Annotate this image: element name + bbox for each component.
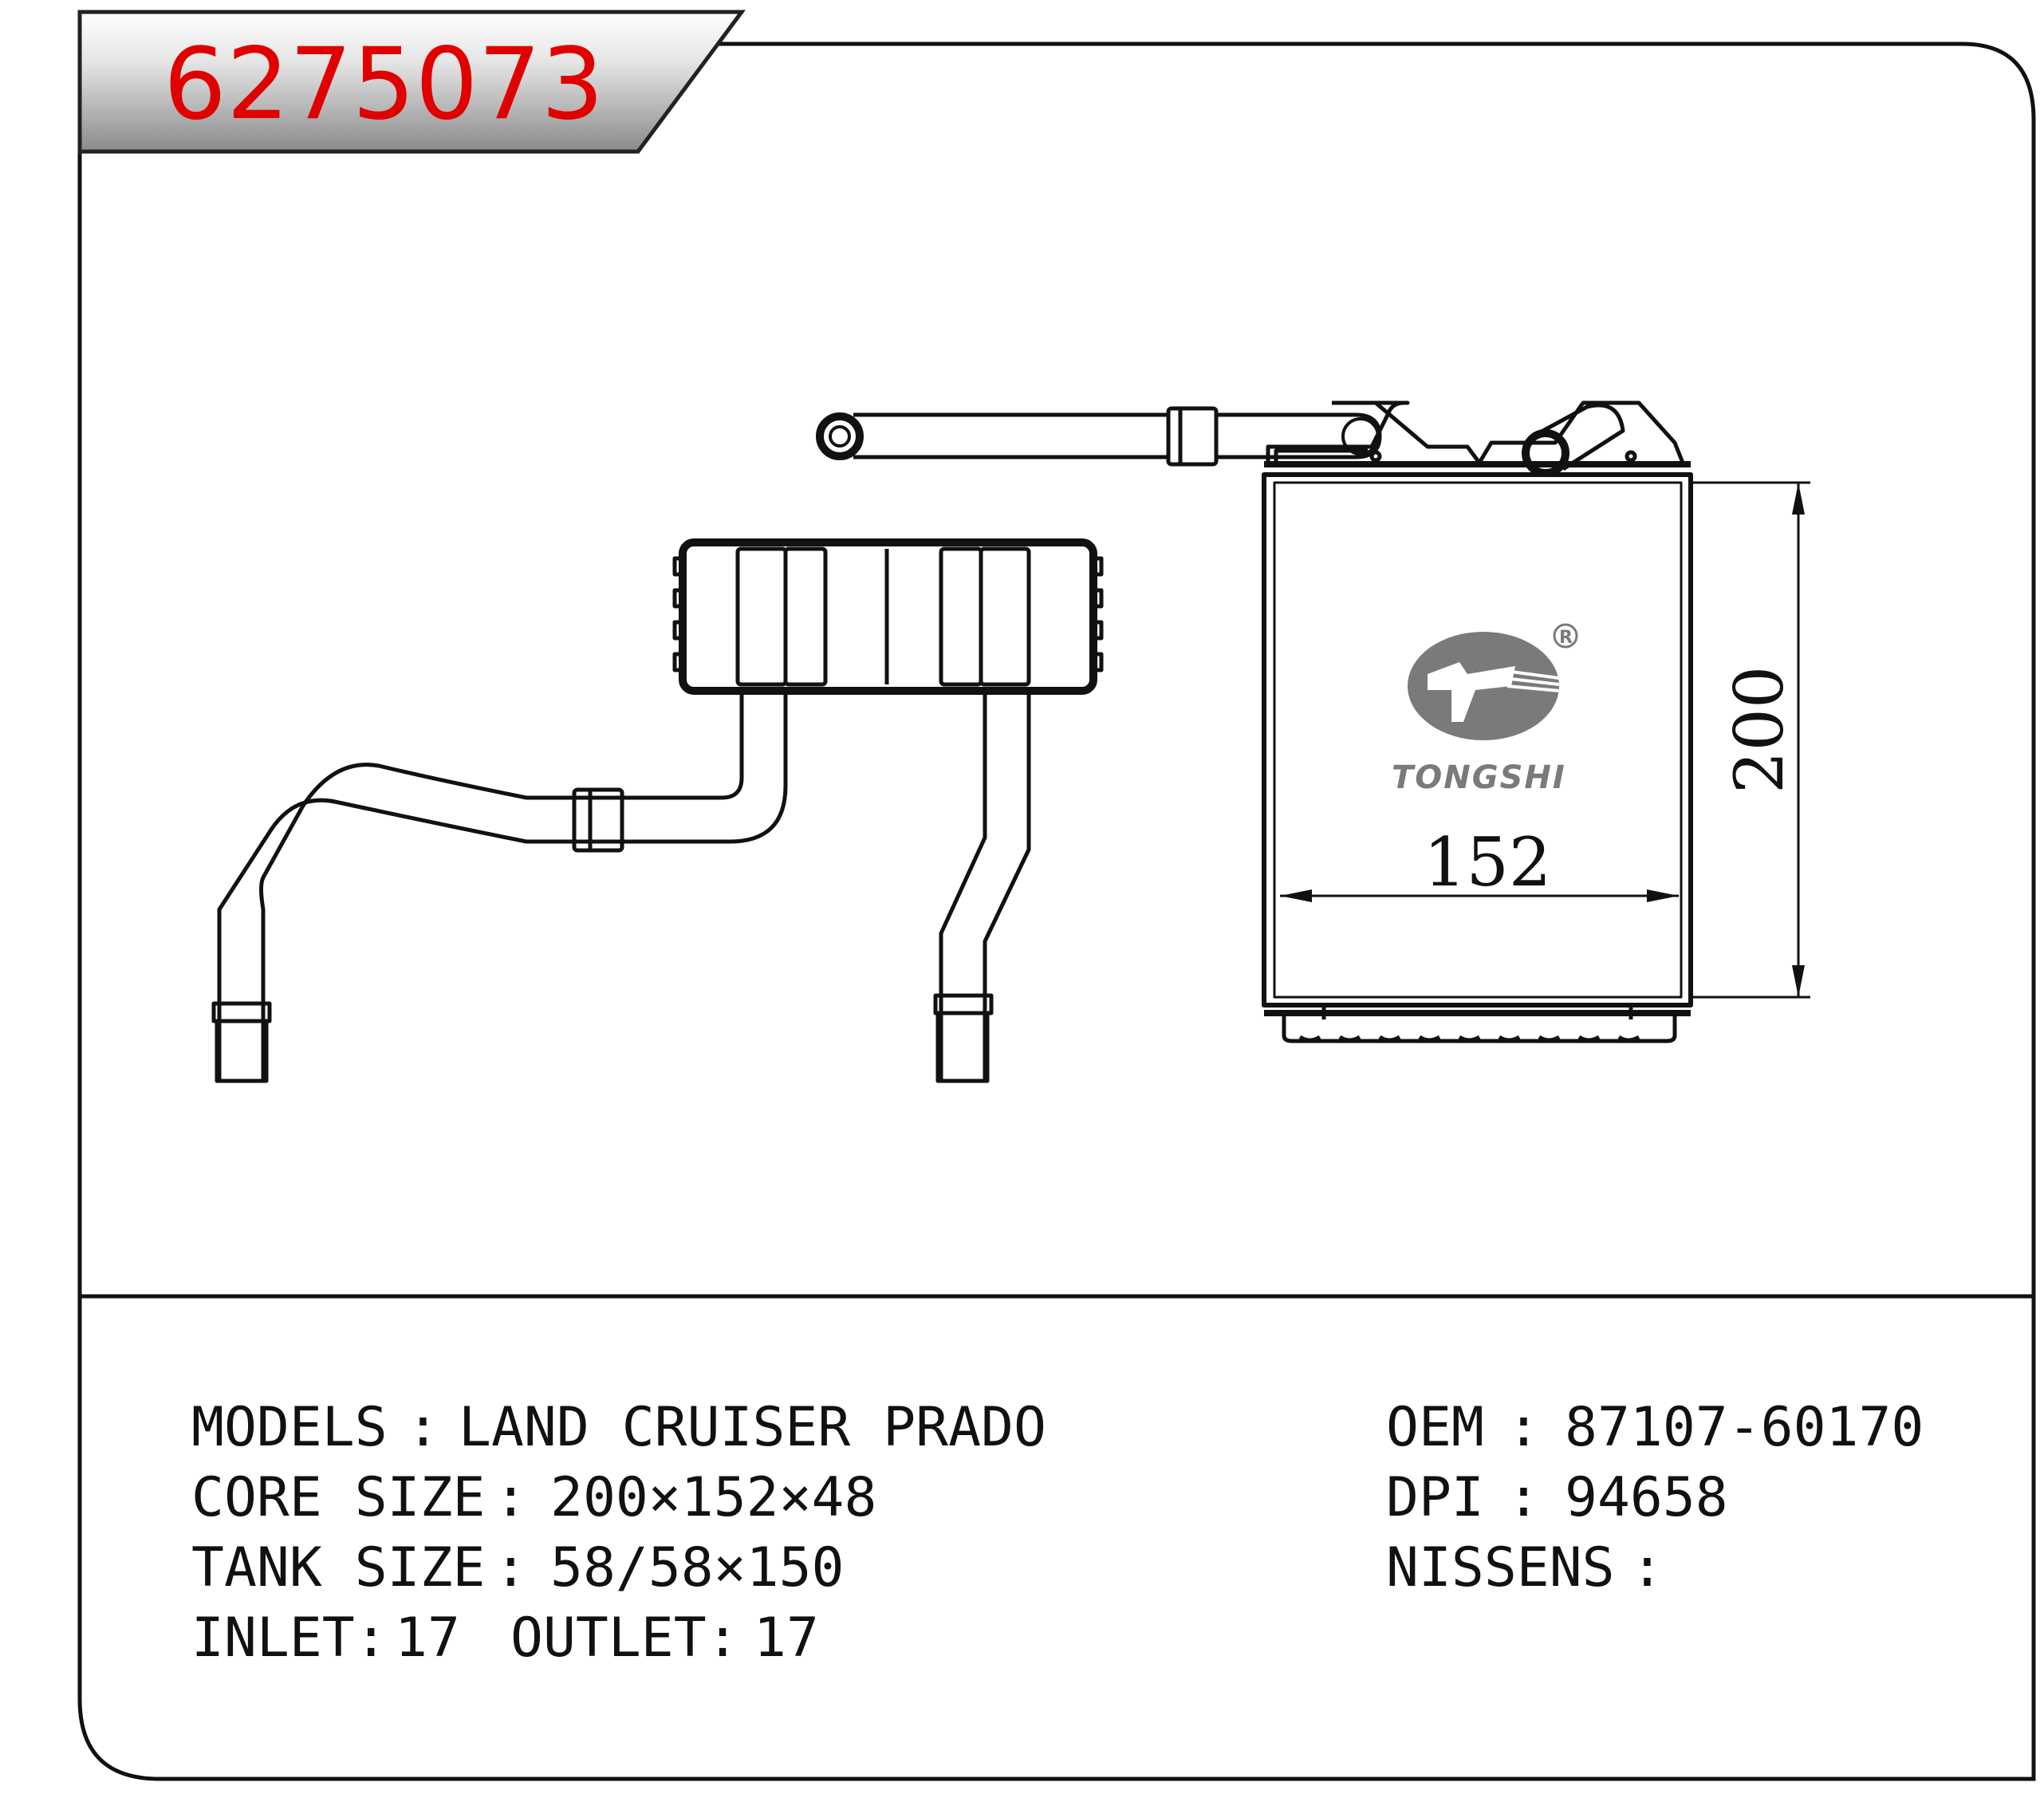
registered-mark: R: [1559, 628, 1573, 648]
outlet-value: 17: [754, 1607, 819, 1670]
tank-size-label: TANK SIZE: [191, 1536, 485, 1599]
svg-text:DPI : 94658: DPI : 94658: [1386, 1466, 1728, 1529]
core-size-label: CORE SIZE: [191, 1466, 485, 1529]
nissens-separator: :: [1631, 1536, 1664, 1599]
dpi-separator: :: [1507, 1466, 1540, 1529]
svg-text:OEM : 87107-60170: OEM : 87107-60170: [1386, 1396, 1924, 1459]
oem-separator: :: [1507, 1396, 1540, 1459]
dpi-value: 94658: [1565, 1466, 1728, 1529]
svg-text:INLET: 17 OUTLET:: INLET: 17 OUTLET: 17: [191, 1607, 819, 1670]
tank-size-separator: :: [494, 1536, 527, 1599]
tank-size-value: 58/58×150: [550, 1536, 844, 1599]
outlet-label: OUTLET:: [510, 1607, 739, 1670]
oem-label: OEM: [1386, 1396, 1484, 1459]
sheet-frame: [77, 41, 2036, 1781]
dimension-width: 152: [1424, 823, 1551, 901]
svg-text:CORE SIZE : 200×15: CORE SIZE : 200×152×48: [191, 1466, 876, 1529]
svg-text:NISSENS :: NISSENS :: [1386, 1536, 1664, 1599]
core-size-value: 200×152×48: [550, 1466, 876, 1529]
models-label: MODELS: [191, 1396, 388, 1459]
brand-logo: R TONGSHI: [1392, 623, 1578, 796]
inlet-label: INLET:: [191, 1607, 388, 1670]
brand-name: TONGSHI: [1392, 759, 1566, 796]
heater-front-view: [816, 400, 1810, 1043]
heater-top-view: [211, 538, 1104, 1083]
dimension-height: 200: [1720, 666, 1798, 794]
part-code-tab: 6275073: [77, 10, 746, 154]
part-code: 6275073: [163, 27, 604, 142]
nissens-label: NISSENS: [1386, 1536, 1615, 1599]
dpi-label: DPI: [1386, 1466, 1484, 1529]
spec-block-right: OEM : 87107-60170 DPI : 94658 NISSENS :: [1386, 1396, 1924, 1599]
models-separator: :: [407, 1396, 439, 1459]
core-size-separator: :: [494, 1466, 527, 1529]
svg-text:TANK SIZE : 58/58×: TANK SIZE : 58/58×150: [191, 1536, 844, 1599]
models-value: LAND CRUISER PRADO: [459, 1396, 1046, 1459]
inlet-value: 17: [395, 1607, 460, 1670]
svg-text:MODELS : LAND CRUI: MODELS : LAND CRUISER PRADO: [191, 1396, 1046, 1459]
oem-value: 87107-60170: [1565, 1396, 1924, 1459]
spec-block-left: MODELS : LAND CRUISER PRADO CORE SIZE : …: [191, 1396, 1046, 1670]
